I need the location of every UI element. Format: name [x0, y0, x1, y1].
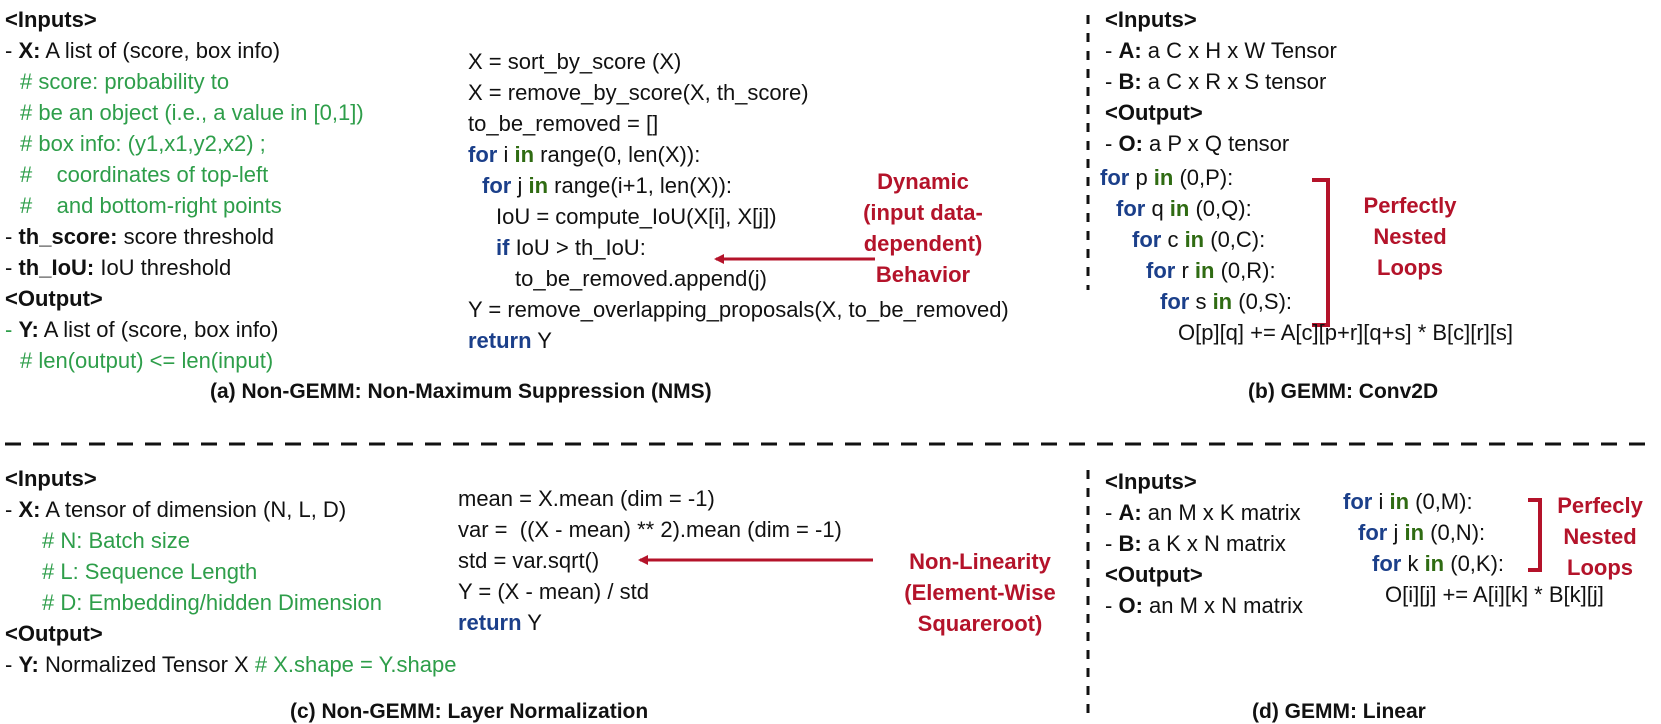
input-b: - B: a C x R x S tensor: [1105, 69, 1327, 94]
code-line: X = sort_by_score (X): [468, 49, 682, 74]
output-header: <Output>: [1105, 100, 1203, 125]
loop-line: for r in (0,R):: [1146, 258, 1276, 283]
code-line: var = ((X - mean) ** 2).mean (dim = -1): [458, 517, 842, 542]
output-o: - O: a P x Q tensor: [1105, 131, 1290, 156]
loop-body: O[i][j] += A[i][k] * B[k][j]: [1385, 582, 1604, 607]
loop-line: for c in (0,C):: [1132, 227, 1266, 252]
comment-line: # score: probability to: [20, 69, 230, 94]
output-comment: # len(output) <= len(input): [20, 348, 274, 373]
code-line: return Y: [468, 328, 552, 353]
inputs-header: <Inputs>: [5, 7, 97, 32]
code-line: std = var.sqrt(): [458, 548, 600, 573]
loop-line: for k in (0,K):: [1372, 551, 1505, 576]
inputs-header: <Inputs>: [1105, 7, 1197, 32]
comment-line: # coordinates of top-left: [20, 162, 269, 187]
annotation-dynamic-behavior: Dynamic (input data- dependent) Behavior: [863, 169, 983, 287]
code-line: IoU = compute_IoU(X[i], X[j]): [496, 204, 777, 229]
comment-line: # box info: (y1,x1,y2,x2) ;: [20, 131, 266, 156]
output-header: <Output>: [5, 621, 103, 646]
comment-line: # L: Sequence Length: [42, 559, 258, 584]
output-header: <Output>: [1105, 562, 1203, 587]
input-a: - A: a C x H x W Tensor: [1105, 38, 1337, 63]
input-th-score: - th_score: score threshold: [5, 224, 275, 249]
loop-line: for j in (0,N):: [1358, 520, 1486, 545]
input-x: - X: A tensor of dimension (N, L, D): [5, 497, 347, 522]
code-line: if IoU > th_IoU:: [496, 235, 646, 260]
output-header: <Output>: [5, 286, 103, 311]
loop-line: for i in (0,M):: [1343, 489, 1473, 514]
annotation-perfectly-nested: Perfectly Nested Loops: [1363, 193, 1457, 280]
loop-body: O[p][q] += A[c][p+r][q+s] * B[c][r][s]: [1178, 320, 1514, 345]
code-line: X = remove_by_score(X, th_score): [468, 80, 809, 105]
input-th-iou: - th_IoU: IoU threshold: [5, 255, 232, 280]
code-line: Y = (X - mean) / std: [458, 579, 649, 604]
input-a: - A: an M x K matrix: [1105, 500, 1301, 525]
code-line: to_be_removed.append(j): [515, 266, 767, 291]
comment-line: # D: Embedding/hidden Dimension: [42, 590, 382, 615]
caption-c: (c) Non-GEMM: Layer Normalization: [290, 700, 649, 723]
code-line: to_be_removed = []: [468, 111, 659, 136]
caption-d: (d) GEMM: Linear: [1252, 700, 1426, 723]
inputs-header: <Inputs>: [1105, 469, 1197, 494]
loop-line: for q in (0,Q):: [1116, 196, 1252, 221]
code-line: for j in range(i+1, len(X)):: [482, 173, 733, 198]
loop-line: for p in (0,P):: [1100, 165, 1234, 190]
comment-line: # N: Batch size: [42, 528, 190, 553]
code-line: mean = X.mean (dim = -1): [458, 486, 715, 511]
loop-line: for s in (0,S):: [1160, 289, 1293, 314]
output-o: - O: an M x N matrix: [1105, 593, 1304, 618]
code-line: return Y: [458, 610, 542, 635]
bracket-conv2d-loops: [1312, 178, 1330, 327]
caption-b: (b) GEMM: Conv2D: [1248, 380, 1439, 403]
annotation-perfecly-nested: Perfecly Nested Loops: [1557, 493, 1643, 580]
annotation-non-linearity: Non-Linearity (Element-Wise Squareroot): [904, 549, 1056, 636]
code-line: for i in range(0, len(X)):: [468, 142, 701, 167]
comment-line: # and bottom-right points: [20, 193, 282, 218]
caption-a: (a) Non-GEMM: Non-Maximum Suppression (N…: [210, 380, 712, 403]
bracket-linear-loops: [1528, 498, 1542, 572]
output-y: - Y: A list of (score, box info): [5, 317, 279, 342]
input-x: - X: A list of (score, box info): [5, 38, 281, 63]
code-line: Y = remove_overlapping_proposals(X, to_b…: [468, 297, 1009, 322]
input-b: - B: a K x N matrix: [1105, 531, 1286, 556]
comment-line: # be an object (i.e., a value in [0,1]): [20, 100, 364, 125]
output-y: - Y: Normalized Tensor X # X.shape = Y.s…: [5, 652, 457, 677]
inputs-header: <Inputs>: [5, 466, 97, 491]
